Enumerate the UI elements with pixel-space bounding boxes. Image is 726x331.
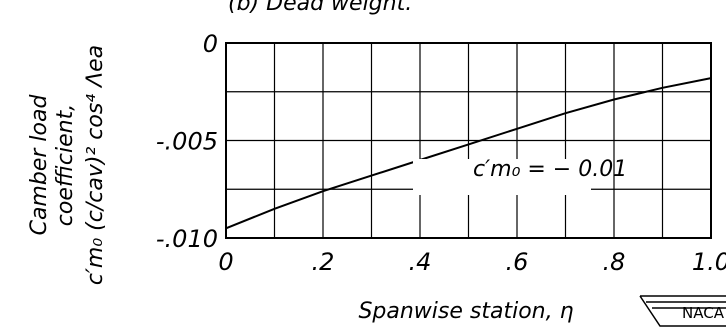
x-tick-label-0: 0 <box>218 248 233 276</box>
x-axis-label: Spanwise station, η <box>358 299 573 324</box>
x-tick-label-2: .4 <box>409 248 432 276</box>
x-tick-label-3: .6 <box>506 248 529 276</box>
series-line-0 <box>225 77 712 230</box>
x-tick-label-4: .8 <box>603 248 626 276</box>
annotation-background <box>413 159 591 195</box>
tick-labels: 0 .2 .4 .6 .8 1.0 0 -.005 -.010 <box>156 30 726 276</box>
chart-title: (b) Dead weight. <box>228 0 412 16</box>
annotation-cm0: c′m₀ = − 0.01 <box>473 157 627 182</box>
y-tick-label-2: -.010 <box>156 225 218 253</box>
plot-frame <box>225 42 712 239</box>
grid <box>225 42 712 239</box>
x-tick-label-1: .2 <box>312 248 335 276</box>
y-axis-label-line-2: coefficient, <box>53 104 78 226</box>
naca-logo: NACA <box>639 295 726 327</box>
x-tick-label-5: 1.0 <box>692 248 726 276</box>
naca-logo-wings-icon <box>639 295 726 327</box>
y-axis-label-line-1: Camber load <box>27 94 52 236</box>
y-tick-label-0: 0 <box>203 30 218 58</box>
y-axis-label-line-3: c′m₀ (c/cav)² cos⁴ Λea <box>83 45 108 285</box>
series <box>225 77 712 230</box>
naca-logo-text: NACA <box>682 304 725 322</box>
y-tick-label-1: -.005 <box>156 128 218 156</box>
y-axis-label: Camber load coefficient, c′m₀ (c/cav)² c… <box>27 45 108 285</box>
